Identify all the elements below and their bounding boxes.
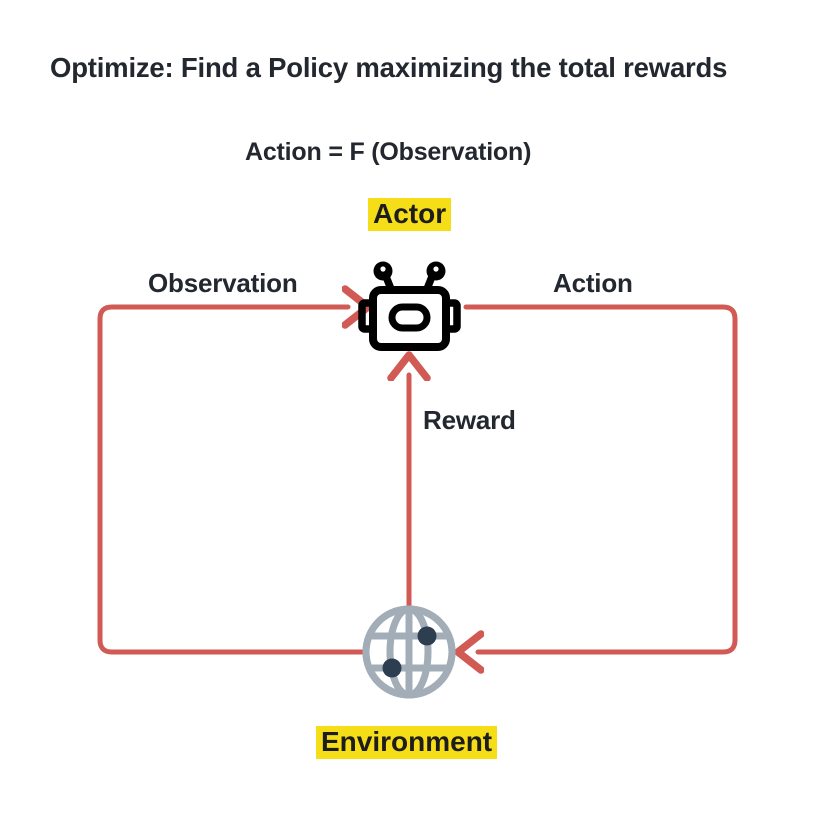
action-arrow [466, 304, 738, 652]
actor-node-label: Actor [368, 198, 452, 232]
reward-edge-label: Reward [423, 405, 516, 435]
policy-formula: Action = F (Observation) [245, 138, 532, 166]
observation-arrow [97, 307, 362, 655]
action-edge-label: Action [553, 268, 633, 298]
environment-node-label: Environment [316, 726, 498, 760]
observation-edge-label: Observation [148, 268, 298, 298]
page-title: Optimize: Find a Policy maximizing the t… [50, 52, 728, 83]
